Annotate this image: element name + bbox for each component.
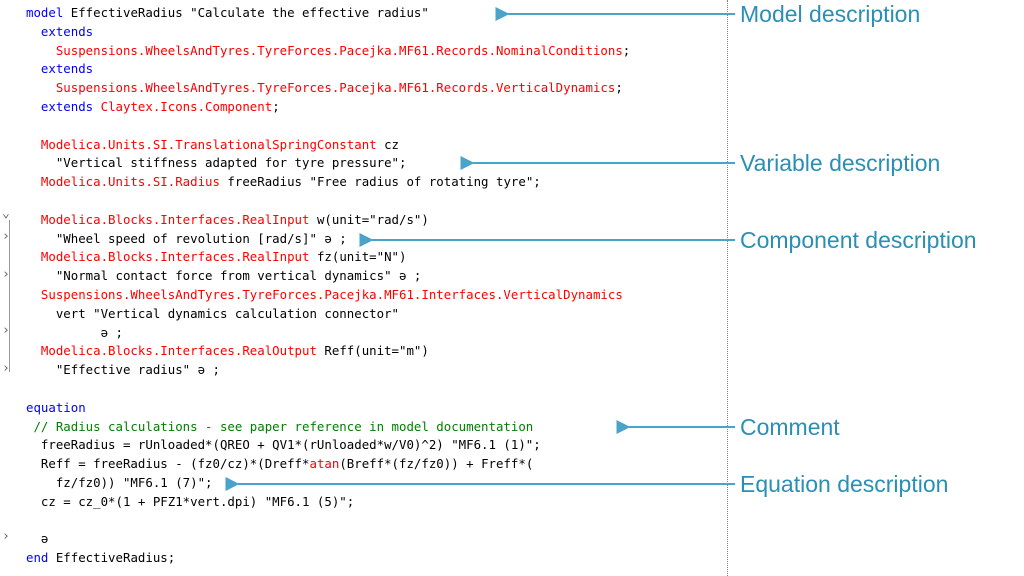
code-token: ;: [622, 42, 631, 58]
code-token: w(unit="rad/s"): [316, 211, 429, 227]
callout-model-description: Model description: [740, 1, 921, 27]
fold-guide-line: [9, 220, 10, 372]
code-token: vert "Vertical dynamics calculation conn…: [26, 305, 399, 321]
code-token: EffectiveRadius: [70, 5, 191, 20]
code-line: Modelica.Units.SI.Radius freeRadius "Fre…: [26, 173, 630, 192]
code-line: model EffectiveRadius "Calculate the eff…: [26, 4, 630, 23]
code-token: equation: [26, 399, 86, 415]
fold-closed-icon[interactable]: ›: [2, 229, 10, 244]
code-line: Modelica.Units.SI.TranslationalSpringCon…: [26, 136, 630, 155]
fold-gutter: ⌄ › › › › ›: [0, 0, 20, 576]
code-token: model: [26, 5, 71, 20]
code-line: "Vertical stiffness adapted for tyre pre…: [26, 154, 630, 173]
code-line: Modelica.Blocks.Interfaces.RealInput w(u…: [26, 211, 630, 230]
code-token: fz/fz0)) "MF6.1 (7)";: [26, 474, 213, 490]
code-token: Suspensions.WheelsAndTyres.TyreForces.Pa…: [26, 80, 616, 96]
code-line: Modelica.Blocks.Interfaces.RealOutput Re…: [26, 342, 630, 361]
code-line: [26, 192, 630, 211]
code-token: "Calculate the effective radius": [190, 5, 429, 20]
code-line: cz = cz_0*(1 + PFZ1*vert.dpi) "MF6.1 (5)…: [26, 493, 630, 512]
code-line: Reff = freeRadius - (fz0/cz)*(Dreff*atan…: [26, 455, 630, 474]
code-line: Suspensions.WheelsAndTyres.TyreForces.Pa…: [26, 42, 630, 61]
fold-closed-icon[interactable]: ›: [2, 361, 10, 376]
code-line: Suspensions.WheelsAndTyres.TyreForces.Pa…: [26, 79, 630, 98]
code-line: Modelica.Blocks.Interfaces.RealInput fz(…: [26, 248, 630, 267]
code-token: extends: [26, 61, 94, 77]
code-token: EffectiveRadius;: [55, 550, 176, 566]
code-line: [26, 117, 630, 136]
fold-closed-icon[interactable]: ›: [2, 323, 10, 338]
callout-equation-description: Equation description: [740, 471, 949, 497]
fold-open-icon[interactable]: ⌄: [2, 206, 10, 221]
code-line: extends Claytex.Icons.Component;: [26, 98, 630, 117]
code-token: Modelica.Blocks.Interfaces.RealInput: [26, 249, 317, 265]
callout-variable-description: Variable description: [740, 150, 941, 176]
code-token: freeRadius: [227, 174, 310, 190]
code-token: Reff = freeRadius - (fz0/cz)*(Dreff*: [26, 456, 310, 472]
code-token: ;: [615, 80, 623, 96]
code-token: "Free radius of rotating tyre";: [309, 174, 541, 190]
code-line: fz/fz0)) "MF6.1 (7)";: [26, 474, 630, 493]
code-line: [26, 512, 630, 531]
code-token: Modelica.Blocks.Interfaces.RealInput: [26, 211, 317, 227]
code-line: freeRadius = rUnloaded*(QREO + QV1*(rUnl…: [26, 436, 630, 455]
code-token: "Normal contact force from vertical dyna…: [26, 268, 422, 284]
fold-closed-icon[interactable]: ›: [2, 529, 10, 544]
code-line: ə ;: [26, 324, 630, 343]
code-line: ə: [26, 530, 630, 549]
code-token: extends: [26, 23, 94, 39]
code-line: extends: [26, 60, 630, 79]
code-line: "Effective radius" ə ;: [26, 361, 630, 380]
code-token: end: [26, 550, 56, 566]
code-token: ;: [272, 98, 280, 114]
code-line: "Normal contact force from vertical dyna…: [26, 267, 630, 286]
code-text[interactable]: model EffectiveRadius "Calculate the eff…: [26, 4, 630, 568]
code-token: "Vertical stiffness adapted for tyre pre…: [26, 155, 407, 171]
code-token: fz(unit="N"): [316, 249, 407, 265]
code-token: Modelica.Blocks.Interfaces.RealOutput: [26, 343, 325, 359]
code-line: vert "Vertical dynamics calculation conn…: [26, 305, 630, 324]
code-token: Suspensions.WheelsAndTyres.TyreForces.Pa…: [26, 42, 623, 58]
code-token: cz = cz_0*(1 + PFZ1*vert.dpi) "MF6.1 (5)…: [26, 493, 355, 509]
code-line: equation: [26, 399, 630, 418]
code-token: freeRadius = rUnloaded*(QREO + QV1*(rUnl…: [26, 437, 541, 453]
code-token: Suspensions.WheelsAndTyres.TyreForces.Pa…: [26, 286, 623, 302]
code-token: // Radius calculations - see paper refer…: [26, 418, 534, 434]
code-line: end EffectiveRadius;: [26, 549, 630, 568]
code-token: Claytex.Icons.Component: [100, 98, 273, 114]
fold-closed-icon[interactable]: ›: [2, 267, 10, 282]
code-token: "Wheel speed of revolution [rad/s]" ə ;: [26, 230, 347, 246]
code-line: // Radius calculations - see paper refer…: [26, 418, 630, 437]
right-margin-guide: [727, 0, 728, 576]
code-token: ə: [26, 531, 49, 547]
code-editor[interactable]: ⌄ › › › › › model EffectiveRadius "Calcu…: [0, 0, 730, 576]
code-token: Modelica.Units.SI.Radius: [26, 174, 228, 190]
code-token: Reff(unit="m"): [324, 343, 429, 359]
callout-component-description: Component description: [740, 227, 977, 253]
code-token: extends: [26, 98, 101, 114]
code-token: cz: [384, 136, 399, 152]
code-token: Modelica.Units.SI.TranslationalSpringCon…: [26, 136, 385, 152]
code-line: extends: [26, 23, 630, 42]
code-token: ə ;: [26, 324, 123, 340]
code-line: "Wheel speed of revolution [rad/s]" ə ;: [26, 230, 630, 249]
code-token: atan: [309, 456, 340, 472]
callout-comment: Comment: [740, 414, 840, 440]
code-token: "Effective radius" ə ;: [26, 362, 220, 378]
code-line: Suspensions.WheelsAndTyres.TyreForces.Pa…: [26, 286, 630, 305]
code-token: (Breff*(fz/fz0)) + Freff*(: [339, 456, 534, 472]
code-line: [26, 380, 630, 399]
